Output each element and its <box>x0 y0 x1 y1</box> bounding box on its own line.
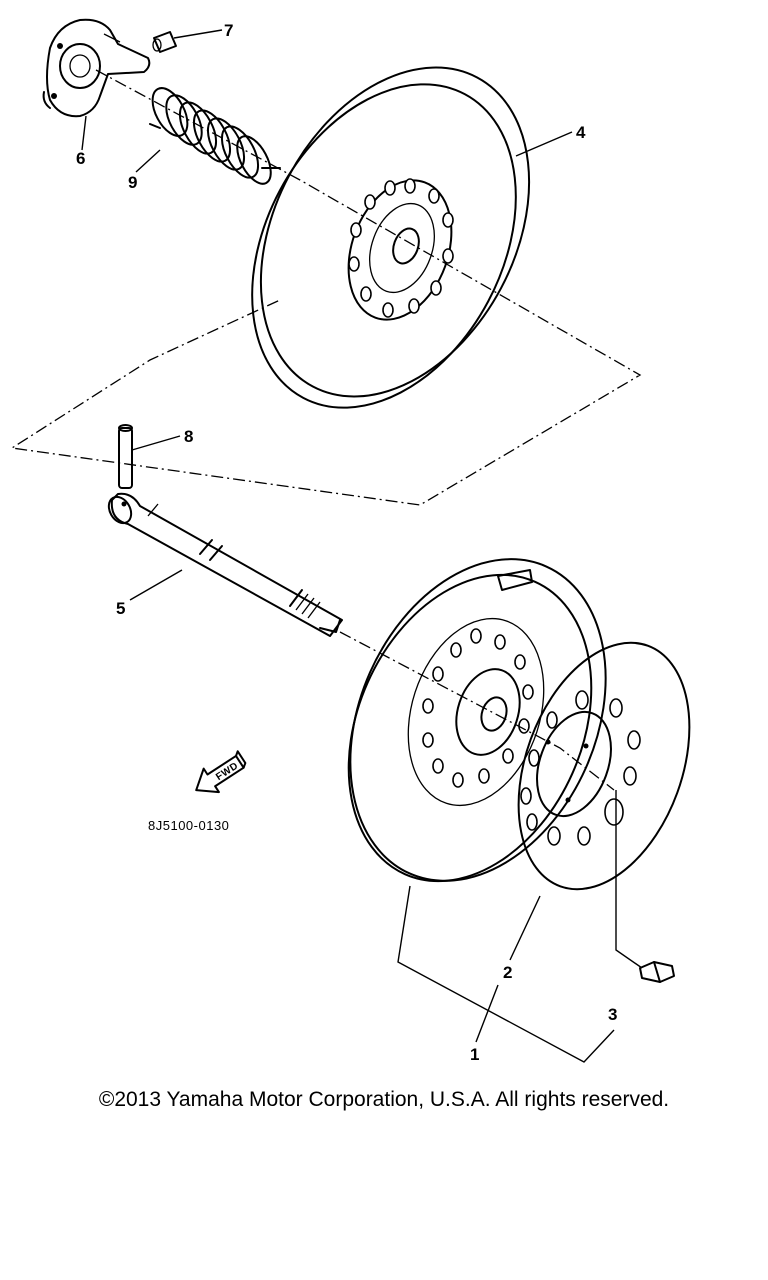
assembly-axis-bottom <box>339 631 615 791</box>
spider-bracket-part-6 <box>42 18 151 118</box>
shaft-part-5 <box>107 492 343 637</box>
forward-direction-arrow: FWD <box>195 750 247 794</box>
pin-part-8 <box>118 424 133 489</box>
copyright-notice: ©2013 Yamaha Motor Corporation, U.S.A. A… <box>98 1088 670 1111</box>
exploded-parts-diagram: 1 2 3 4 5 6 7 8 9 FWD 8J5100-0130 <box>10 18 691 1064</box>
spring-part-9 <box>149 87 281 185</box>
roller-part-7 <box>152 31 177 53</box>
callout-1: 1 <box>470 1045 479 1064</box>
assembly-axis-top <box>10 69 642 506</box>
callout-9: 9 <box>128 173 137 192</box>
part-code: 8J5100-0130 <box>148 818 229 833</box>
bolt-axis-line <box>615 790 643 969</box>
callout-6: 6 <box>76 149 85 168</box>
bolt-part-3 <box>639 961 675 983</box>
callout-5: 5 <box>116 599 125 618</box>
callout-3: 3 <box>608 1005 617 1024</box>
fwd-label: FWD <box>214 761 240 783</box>
callout-4: 4 <box>576 123 586 142</box>
callout-7: 7 <box>224 21 233 40</box>
callout-2: 2 <box>503 963 512 982</box>
leader-lines <box>81 29 615 1063</box>
callout-8: 8 <box>184 427 193 446</box>
sliding-sheave-part-4 <box>251 66 531 409</box>
cover-plate-part-2 <box>517 641 691 891</box>
fixed-sheave-part-1 <box>347 558 607 883</box>
